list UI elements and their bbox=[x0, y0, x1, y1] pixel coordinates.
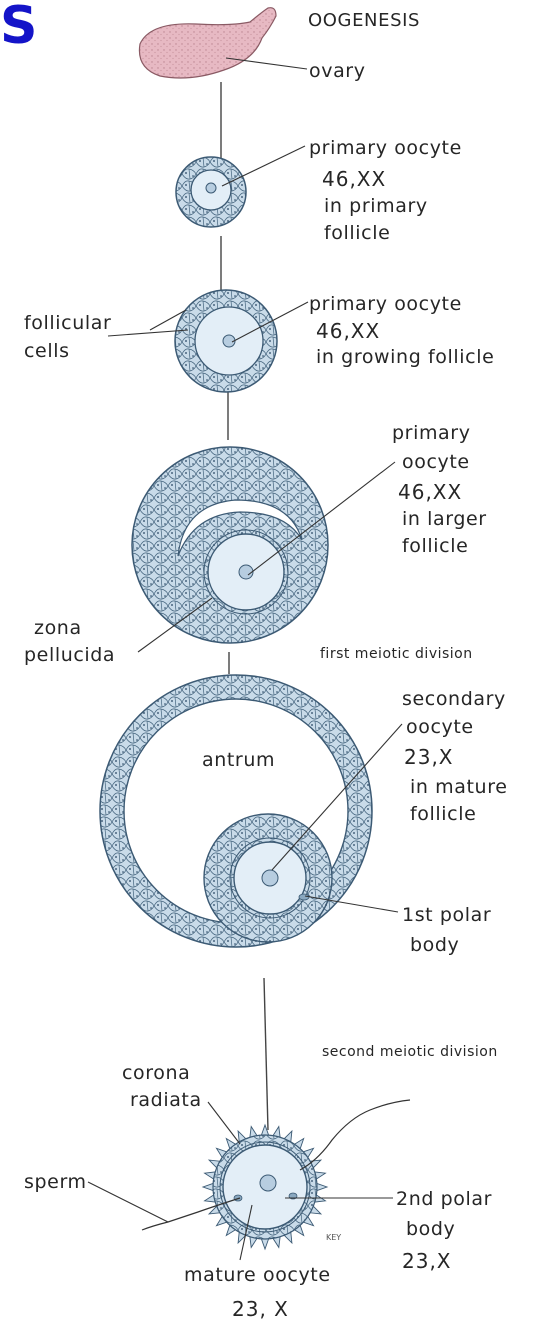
label-sperm: sperm bbox=[24, 1170, 87, 1194]
label-follicular-1: follicular bbox=[24, 311, 111, 335]
label-first-meiotic-division: first meiotic division bbox=[320, 642, 473, 666]
label-corona-1: corona bbox=[122, 1061, 190, 1085]
mature-follicle bbox=[100, 675, 372, 947]
label-first-polar-body-2: body bbox=[410, 933, 459, 957]
sperm-tail-right bbox=[300, 1100, 410, 1170]
label-stage3-name-2: oocyte bbox=[402, 450, 470, 474]
label-corona-2: radiata bbox=[130, 1088, 202, 1112]
label-stage3-desc-1: in larger bbox=[402, 507, 487, 531]
larger-follicle bbox=[132, 447, 328, 643]
label-stage1-karyotype: 46,XX bbox=[322, 167, 386, 191]
label-stage4-name-1: secondary bbox=[402, 687, 506, 711]
label-mature-oocyte: mature oocyte bbox=[184, 1263, 331, 1287]
label-stage3-karyotype: 46,XX bbox=[398, 480, 462, 504]
label-stage1-desc-2: follicle bbox=[324, 221, 390, 245]
label-stage4-desc-2: follicle bbox=[410, 802, 476, 826]
label-stage3-name-1: primary bbox=[392, 421, 471, 445]
label-follicular-2: cells bbox=[24, 339, 70, 363]
label-second-meiotic-division: second meiotic division bbox=[322, 1040, 498, 1064]
label-first-polar-body-1: 1st polar bbox=[402, 903, 491, 927]
ovary-shape bbox=[139, 8, 276, 78]
label-antrum: antrum bbox=[202, 748, 275, 772]
label-ovary: ovary bbox=[309, 59, 366, 83]
label-second-polar-body-1: 2nd polar bbox=[396, 1187, 492, 1211]
label-stage2-desc: in growing follicle bbox=[316, 345, 494, 369]
diagram-title: OOGENESIS bbox=[308, 9, 420, 33]
label-mature-oocyte-karyotype: 23, X bbox=[232, 1297, 289, 1321]
corona-radiata-cell bbox=[261, 1239, 268, 1249]
label-stage1-desc-1: in primary bbox=[324, 194, 428, 218]
label-stage1-name: primary oocyte bbox=[309, 136, 462, 160]
corona-radiata-cell bbox=[317, 1183, 327, 1190]
mature-oocyte bbox=[203, 1125, 327, 1249]
illustrator-signature: KEY bbox=[326, 1226, 341, 1250]
label-second-polar-body-karyotype: 23,X bbox=[402, 1249, 452, 1273]
label-stage4-karyotype: 23,X bbox=[404, 745, 454, 769]
label-zona-1: zona bbox=[34, 616, 82, 640]
label-zona-2: pellucida bbox=[24, 643, 115, 667]
primary-follicle bbox=[176, 157, 246, 227]
corona-radiata-cell bbox=[203, 1183, 213, 1190]
label-stage4-name-2: oocyte bbox=[406, 715, 474, 739]
label-stage3-desc-2: follicle bbox=[402, 534, 468, 558]
label-stage2-name: primary oocyte bbox=[309, 292, 462, 316]
corner-letter: S bbox=[0, 0, 37, 52]
label-stage2-karyotype: 46,XX bbox=[316, 319, 380, 343]
growing-follicle bbox=[175, 290, 277, 392]
label-stage4-desc-1: in mature bbox=[410, 775, 508, 799]
label-second-polar-body-2: body bbox=[406, 1217, 455, 1241]
